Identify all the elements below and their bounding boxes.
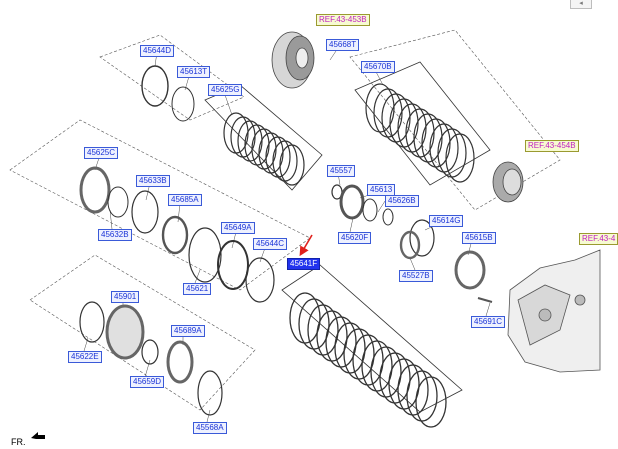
clutch-pack-45670b bbox=[365, 83, 475, 183]
callout-45557[interactable]: 45557 bbox=[327, 165, 356, 177]
piston-45625c bbox=[79, 166, 111, 214]
seal-45632b bbox=[107, 186, 129, 218]
callout-45622e[interactable]: 45622E bbox=[68, 351, 102, 363]
callout-45632b[interactable]: 45632B bbox=[98, 229, 132, 241]
callout-45670b[interactable]: 45670B bbox=[361, 61, 395, 73]
transmission-case bbox=[507, 249, 601, 373]
callout-45644c[interactable]: 45644C bbox=[253, 238, 288, 250]
hub-45527b bbox=[399, 230, 421, 260]
pointer-arrow bbox=[299, 234, 313, 257]
scroll-button[interactable]: ◂ bbox=[570, 0, 592, 9]
callout-45659d[interactable]: 45659D bbox=[130, 376, 165, 388]
ring-45649a bbox=[217, 240, 249, 290]
ring-45614g bbox=[409, 219, 435, 257]
callout-45668t[interactable]: 45668T bbox=[326, 39, 360, 51]
callout-ref-43-4[interactable]: REF.43-4 bbox=[579, 233, 618, 245]
plate-pack-box-right bbox=[354, 61, 491, 186]
callout-45614g[interactable]: 45614G bbox=[429, 215, 464, 227]
callout-ref-43-453b[interactable]: REF.43-453B bbox=[316, 14, 370, 26]
ring-45659d bbox=[141, 339, 159, 365]
spring-45685a bbox=[161, 215, 189, 255]
ring-45613 bbox=[362, 198, 378, 222]
callout-45568a[interactable]: 45568A bbox=[193, 422, 227, 434]
exploded-transmission-diagram bbox=[9, 29, 601, 428]
sleeve-45615b bbox=[454, 250, 486, 290]
callout-45691c[interactable]: 45691C bbox=[471, 316, 506, 328]
callout-45626b[interactable]: 45626B bbox=[385, 195, 419, 207]
gear-wheel-right bbox=[492, 161, 524, 203]
snap-ring-45644d bbox=[141, 65, 169, 107]
clutch-pack-45641f bbox=[289, 292, 447, 428]
group-outline-upper-left bbox=[99, 34, 245, 121]
ring-45621 bbox=[188, 227, 222, 283]
callout-45644d[interactable]: 45644D bbox=[140, 45, 175, 57]
group-outline-left bbox=[9, 119, 311, 291]
callout-45613t[interactable]: 45613T bbox=[177, 66, 211, 78]
ring-45626b bbox=[382, 208, 394, 226]
callout-45649a[interactable]: 45649A bbox=[221, 222, 255, 234]
callout-45621[interactable]: 45621 bbox=[183, 283, 212, 295]
drum-45620f bbox=[339, 184, 365, 220]
gear-drum-top bbox=[271, 31, 315, 89]
bolt-45691c bbox=[477, 297, 493, 303]
callout-45527b[interactable]: 45527B bbox=[399, 270, 433, 282]
front-arrow-icon bbox=[31, 432, 45, 439]
callout-45625g[interactable]: 45625G bbox=[208, 84, 243, 96]
callout-45615b[interactable]: 45615B bbox=[462, 232, 496, 244]
group-outline-lower-left bbox=[29, 254, 256, 411]
drum-45901 bbox=[105, 304, 145, 360]
callout-45901[interactable]: 45901 bbox=[111, 291, 140, 303]
front-orientation-label: FR. bbox=[11, 437, 26, 447]
ring-45622e bbox=[79, 301, 105, 343]
callout-ref-43-454b[interactable]: REF.43-454B bbox=[525, 140, 579, 152]
plate-pack-box-lower bbox=[281, 264, 463, 413]
snap-ring-45568a bbox=[197, 370, 223, 416]
callout-45633b[interactable]: 45633B bbox=[136, 175, 170, 187]
ring-45613t bbox=[171, 86, 195, 122]
ring-45633b bbox=[131, 190, 159, 234]
callout-45620f[interactable]: 45620F bbox=[338, 232, 372, 244]
hub-45689a bbox=[166, 340, 194, 384]
snap-ring-45644c bbox=[245, 257, 275, 303]
callout-45641f[interactable]: 45641F bbox=[287, 258, 321, 270]
callout-45625c[interactable]: 45625C bbox=[84, 147, 119, 159]
callout-45689a[interactable]: 45689A bbox=[171, 325, 205, 337]
callout-45685a[interactable]: 45685A bbox=[168, 194, 202, 206]
group-outline-right bbox=[349, 29, 561, 211]
callout-45613[interactable]: 45613 bbox=[367, 184, 396, 196]
clutch-pack-45625g bbox=[223, 112, 305, 186]
